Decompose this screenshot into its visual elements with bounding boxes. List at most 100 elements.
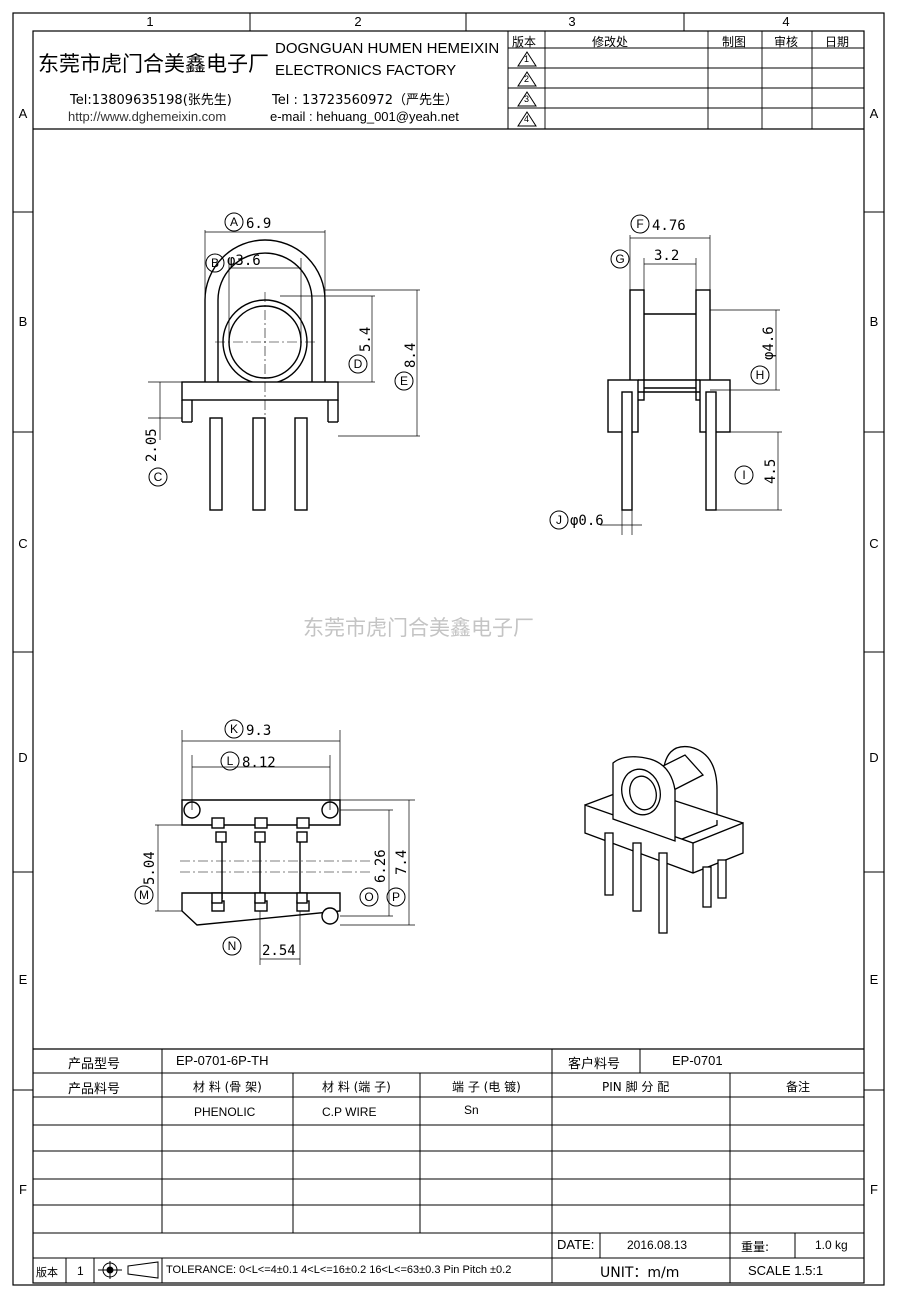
col-header-pin-material: 材 料 (端 子) [322,1080,391,1094]
svg-text:M: M [139,888,149,902]
rev-header-change: 修改处 [592,35,629,49]
grid-row-e-left: E [18,972,28,987]
grid-row-e-right: E [869,972,879,987]
dim-l-value: 8.12 [242,755,276,771]
dimension-marker-p [386,887,406,907]
svg-text:O: O [364,890,373,904]
col-header-plating: 端 子 (电 镀) [452,1080,521,1094]
product-pn-label: 产品料号 [68,1082,121,1097]
dimension-marker-b [205,253,225,273]
tolerance-note: TOLERANCE: 0<L<=4±0.1 4<L<=16±0.2 16<L<=… [166,1264,512,1276]
dim-j-value: φ0.6 [570,513,604,529]
rev-header-date: 日期 [825,35,850,49]
watermark: 东莞市虎门合美鑫电子厂 [303,616,534,640]
company-name-cn: 东莞市虎门合美鑫电子厂 [38,52,269,76]
col-header-pin-assignment: PIN 脚 分 配 [602,1080,670,1094]
rev-header-check: 审核 [774,35,799,49]
dimension-marker-d [348,354,368,374]
svg-text:B: B [211,256,219,270]
svg-text:E: E [400,374,408,388]
dim-e-value: 8.4 [403,343,419,368]
svg-text:G: G [615,252,624,266]
contact-email[interactable]: e-mail : hehuang_001@yeah.net [270,109,459,124]
col-header-remarks: 备注 [786,1080,811,1094]
svg-text:A: A [230,215,238,229]
grid-row-f-left: F [19,1182,27,1197]
dim-f-value: 4.76 [652,218,686,234]
version-value: 1 [77,1264,84,1278]
weight-label: 重量: [741,1240,770,1254]
dim-n-value: 2.54 [262,943,296,959]
grid-col-4: 4 [782,14,790,29]
grid-row-d-right: D [869,750,879,765]
svg-text:K: K [230,722,238,736]
company-name-en-line2: ELECTRONICS FACTORY [275,62,457,79]
svg-text:H: H [756,368,765,382]
rev-header-version: 版本 [512,35,537,49]
contact-tel-1: Tel:13809635198(张先生) [70,93,232,108]
side-view: F G H I J 4.76 3.2 φ4.6 4.5 φ0.6 [549,214,782,535]
dim-p-value: 7.4 [394,850,410,875]
dimension-marker-c [148,467,168,487]
date-value: 2016.08.13 [627,1238,688,1252]
bobbin-material-value: PHENOLIC [194,1105,256,1119]
grid-row-b-left: B [18,314,28,329]
dimension-marker-f [630,214,650,234]
revision-number: 3 [524,94,530,104]
dimension-marker-n [222,936,242,956]
dim-d-value: 5.4 [358,327,374,352]
grid-col-3: 3 [568,14,576,29]
svg-text:C: C [154,470,163,484]
grid-col-1: 1 [146,14,154,29]
product-model-label: 产品型号 [68,1057,121,1072]
dimension-marker-a [224,212,244,232]
dimension-marker-m [134,885,154,905]
grid-row-a-left: A [18,106,28,121]
svg-text:D: D [354,357,363,371]
dimension-marker-k [224,719,244,739]
dimension-marker-g [610,249,630,269]
revision-number: 1 [524,54,530,64]
customer-pn-label: 客户料号 [568,1057,621,1072]
dim-h-value: φ4.6 [761,326,777,360]
svg-text:P: P [392,890,400,904]
grid-row-d-left: D [18,750,28,765]
grid-col-2: 2 [354,14,362,29]
svg-text:F: F [636,217,643,231]
col-header-bobbin-material: 材 料 (骨 架) [193,1080,262,1094]
product-model-value: EP-0701-6P-TH [176,1053,269,1068]
isometric-view [584,745,744,934]
dimension-marker-e [394,371,414,391]
rev-header-drawn: 制图 [722,35,747,49]
dimension-marker-i [734,465,754,485]
scale-label: SCALE 1.5:1 [748,1263,824,1278]
dimension-marker-o [359,887,379,907]
dimension-marker-h [750,365,770,385]
grid-row-a-right: A [869,106,879,121]
dimension-marker-j [549,510,569,530]
dim-a-value: 6.9 [246,216,271,232]
customer-pn-value: EP-0701 [672,1053,723,1068]
company-website[interactable]: http://www.dghemeixin.com [68,109,227,124]
grid-row-f-right: F [870,1182,878,1197]
dim-o-value: 6.26 [373,849,389,883]
grid-row-c-left: C [18,536,28,551]
front-view: A B C D E 6.9 φ3.6 2.05 5.4 8.4 [144,212,420,511]
pin-material-value: C.P WIRE [322,1105,377,1119]
dim-g-value: 3.2 [654,248,679,264]
revision-number: 4 [524,114,530,124]
date-label: DATE: [557,1237,595,1252]
svg-text:N: N [228,939,237,953]
company-name-en-line1: DOGNGUAN HUMEN HEMEIXIN [275,40,500,57]
dim-k-value: 9.3 [246,723,271,739]
dim-i-value: 4.5 [763,459,779,484]
unit-label: UNIT：m/m [600,1265,680,1281]
dim-m-value: 5.04 [142,851,158,885]
dim-c-value: 2.05 [144,428,160,462]
grid-row-b-right: B [869,314,879,329]
contact-tel-2: Tel : 13723560972（严先生） [272,93,458,108]
bottom-view: K L M N O P 9.3 8.12 5.04 2.54 6.26 7.4 [134,719,415,965]
plating-value: Sn [464,1103,479,1117]
dimension-marker-l [220,751,240,771]
